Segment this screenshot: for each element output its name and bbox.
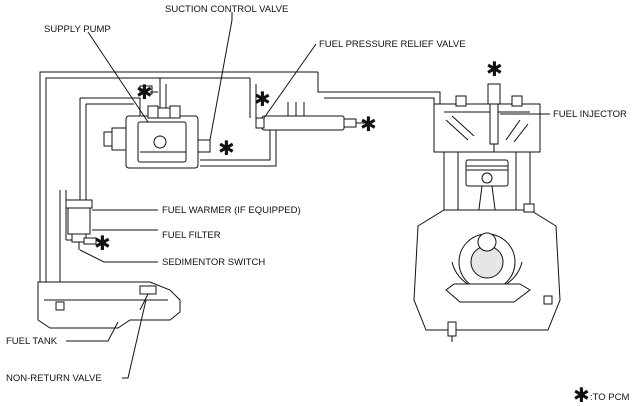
pcm-marker-injector: ✱ [486, 59, 503, 81]
fuel-lines [39, 71, 441, 305]
pcm-markers: ✱ ✱ ✱ ✱ ✱ ✱ [94, 59, 503, 255]
supply-pump [103, 85, 211, 169]
label-fuel-pressure-relief-valve: FUEL PRESSURE RELIEF VALVE [319, 39, 466, 50]
leader-lines [66, 12, 550, 379]
common-rail [255, 102, 364, 131]
label-non-return-valve: NON-RETURN VALVE [6, 373, 102, 384]
legend: ✱ :TO PCM [573, 385, 629, 406]
pcm-marker-rail-sensor: ✱ [360, 114, 377, 136]
label-suction-control-valve: SUCTION CONTROL VALVE [165, 4, 288, 15]
legend-text: :TO PCM [590, 392, 629, 403]
fuel-tank [37, 281, 181, 329]
fuel-filter [65, 199, 97, 250]
label-fuel-warmer: FUEL WARMER (IF EQUIPPED) [162, 205, 301, 216]
legend-symbol: ✱ [573, 385, 590, 406]
pcm-marker-relief-valve: ✱ [254, 89, 271, 111]
label-supply-pump: SUPPLY PUMP [44, 24, 111, 35]
pcm-marker-pump-top: ✱ [136, 82, 153, 104]
pcm-marker-suction-valve: ✱ [218, 138, 235, 160]
label-fuel-filter: FUEL FILTER [162, 230, 221, 241]
label-sedimentor-switch: SEDIMENTOR SWITCH [162, 257, 265, 268]
pcm-marker-sedimentor: ✱ [94, 233, 111, 255]
labels: SUCTION CONTROL VALVE SUPPLY PUMP FUEL P… [6, 4, 627, 384]
label-fuel-tank: FUEL TANK [6, 336, 58, 347]
label-fuel-injector: FUEL INJECTOR [553, 109, 627, 120]
engine [413, 83, 561, 342]
